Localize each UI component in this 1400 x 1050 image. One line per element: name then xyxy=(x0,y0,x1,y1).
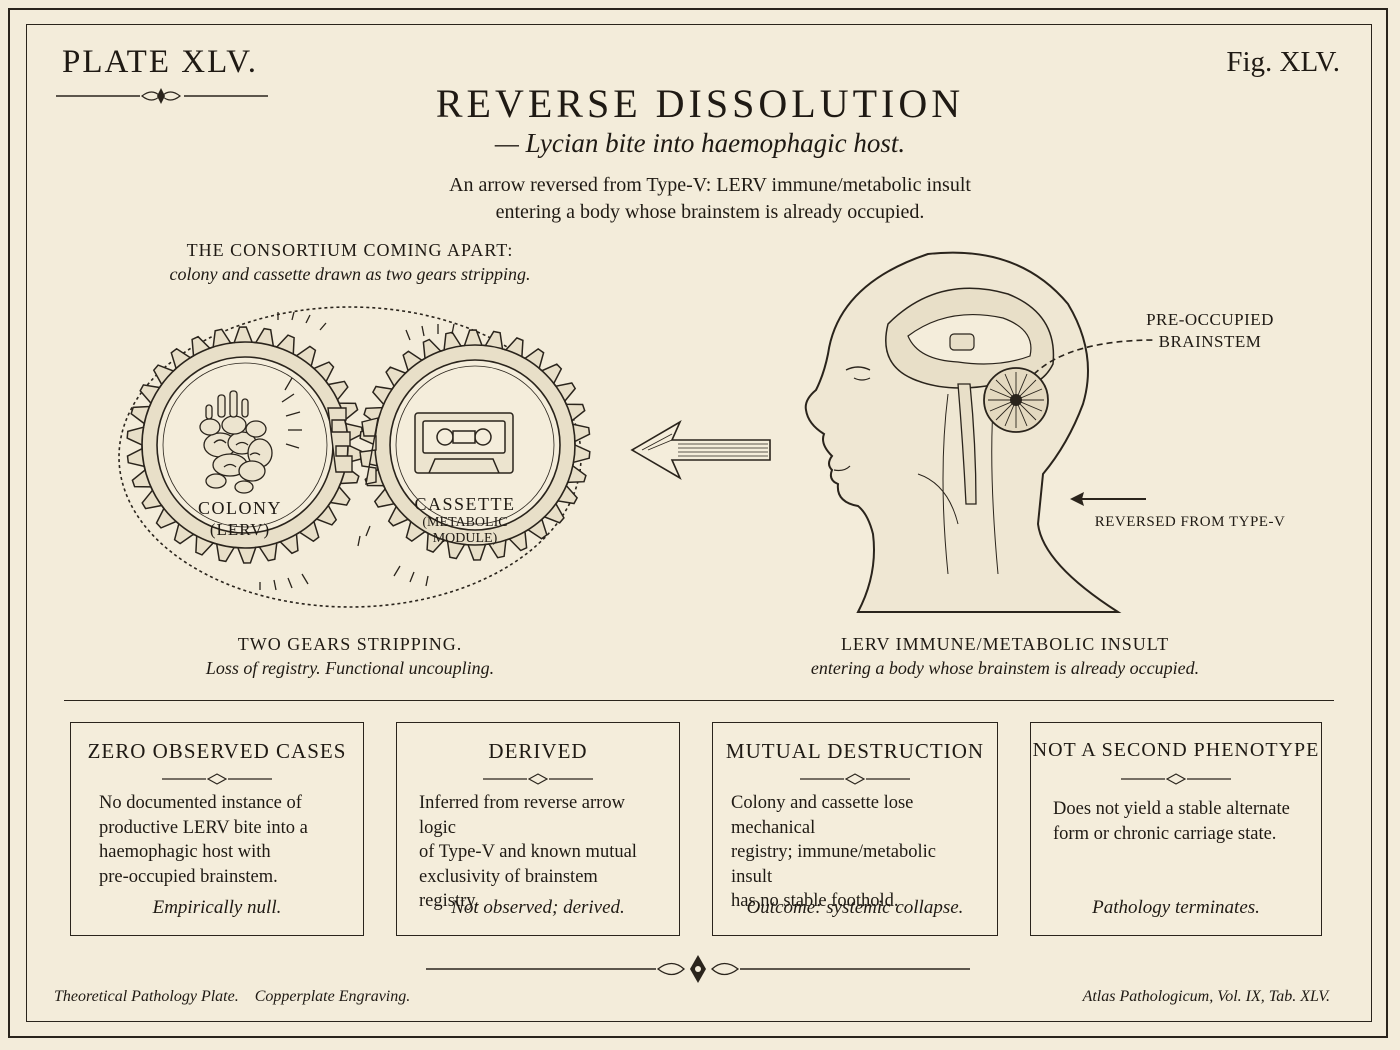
box-body: Inferred from reverse arrow logic of Typ… xyxy=(419,791,659,914)
box-mutual-destruction: MUTUAL DESTRUCTION Colony and cassette l… xyxy=(712,722,998,936)
box-footer: Outcome: systemic collapse. xyxy=(746,897,964,918)
box-line: Colony and cassette lose mechanical xyxy=(731,793,914,838)
box-line: exclusivity of brainstem registry. xyxy=(419,866,598,912)
bottom-ornament-icon xyxy=(426,955,970,983)
box-footer: Pathology terminates. xyxy=(1092,897,1260,918)
box-derived: DERIVED Inferred from reverse arrow logi… xyxy=(396,722,680,936)
colony-icon xyxy=(199,390,273,494)
reversed-label: REVERSED FROM TYPE-V xyxy=(1094,514,1286,530)
box-line: of Type-V and known mutual xyxy=(419,842,637,862)
intro-line-2: entering a body whose brainstem is alrea… xyxy=(495,201,925,223)
box-line: No documented instance of xyxy=(99,793,302,813)
small-arrow-icon xyxy=(1070,492,1146,506)
brainstem-leader-line xyxy=(1033,339,1157,375)
box-line: Does not yield a stable alternate xyxy=(1053,799,1290,819)
box-title: MUTUAL DESTRUCTION xyxy=(725,739,985,763)
box-ornament-icon xyxy=(162,773,272,785)
box-line: productive LERV bite into a xyxy=(99,817,308,838)
box-not-second-phenotype: NOT A SECOND PHENOTYPE Does not yield a … xyxy=(1030,722,1322,936)
plate-ornament-icon xyxy=(56,88,268,104)
cassette-label: CASSETTE xyxy=(414,494,516,514)
gears-illustration xyxy=(118,306,591,608)
inner-frame xyxy=(26,24,1372,1022)
consortium-heading: THE CONSORTIUM COMING APART: xyxy=(186,240,514,260)
box-line: form or chronic carriage state. xyxy=(1053,823,1277,844)
outer-frame xyxy=(8,8,1388,1038)
page-subtitle: — Lycian bite into haemophagic host. xyxy=(494,128,906,158)
box-line: haemophagic host with xyxy=(99,842,271,862)
cassette-icon xyxy=(414,412,514,474)
footer-right: Atlas Pathologicum, Vol. IX, Tab. XLV. xyxy=(1082,988,1330,1005)
gears-caption-title: TWO GEARS STRIPPING. xyxy=(237,634,463,654)
box-title: NOT A SECOND PHENOTYPE xyxy=(1032,739,1320,761)
page-title: REVERSE DISSOLUTION xyxy=(435,81,965,126)
gears-caption-text: Loss of registry. Functional uncoupling. xyxy=(205,658,495,678)
box-footer: Empirically null. xyxy=(152,897,282,918)
intro-text: An arrow reversed from Type-V: LERV immu… xyxy=(400,172,1020,226)
box-footer: Not observed; derived. xyxy=(451,897,625,918)
plate-label: PLATE XLV. xyxy=(62,44,259,80)
box-body: Colony and cassette lose mechanical regi… xyxy=(731,791,977,914)
reverse-arrow-icon xyxy=(630,420,771,480)
section-divider xyxy=(64,700,1334,701)
consortium-subheading: colony and cassette drawn as two gears s… xyxy=(169,264,531,284)
box-line: has no stable foothold. xyxy=(731,891,899,911)
head-caption-title: LERV IMMUNE/METABOLIC INSULT xyxy=(840,634,1170,654)
box-body: Does not yield a stable alternate form o… xyxy=(1053,797,1301,846)
box-title: DERIVED xyxy=(488,739,588,763)
colony-label: COLONY xyxy=(198,498,282,518)
box-zero-observed: ZERO OBSERVED CASES No documented instan… xyxy=(70,722,364,936)
intro-line-1: An arrow reversed from Type-V: LERV immu… xyxy=(449,174,971,196)
cassette-sublabel: (METABOLIC MODULE) xyxy=(422,515,508,546)
box-line: registry; immune/metabolic insult xyxy=(731,842,936,887)
box-title: ZERO OBSERVED CASES xyxy=(87,739,347,763)
figure-label: Fig. XLV. xyxy=(1226,46,1340,78)
box-line: Inferred from reverse arrow logic xyxy=(419,793,625,838)
box-ornament-icon xyxy=(483,773,593,785)
head-illustration xyxy=(804,251,1122,613)
box-body: No documented instance of productive LER… xyxy=(99,791,343,889)
brainstem-label-line-2: BRAINSTEM xyxy=(1158,332,1262,351)
box-ornament-icon xyxy=(1121,773,1231,785)
footer-left: Theoretical Pathology Plate. Copperplate… xyxy=(54,988,411,1005)
box-line: pre-occupied brainstem. xyxy=(99,866,278,887)
brainstem-label-line-1: PRE-OCCUPIED xyxy=(1146,310,1274,329)
head-caption-text: entering a body whose brainstem is alrea… xyxy=(810,658,1200,678)
box-ornament-icon xyxy=(800,773,910,785)
colony-sublabel: (LERV) xyxy=(209,520,271,539)
